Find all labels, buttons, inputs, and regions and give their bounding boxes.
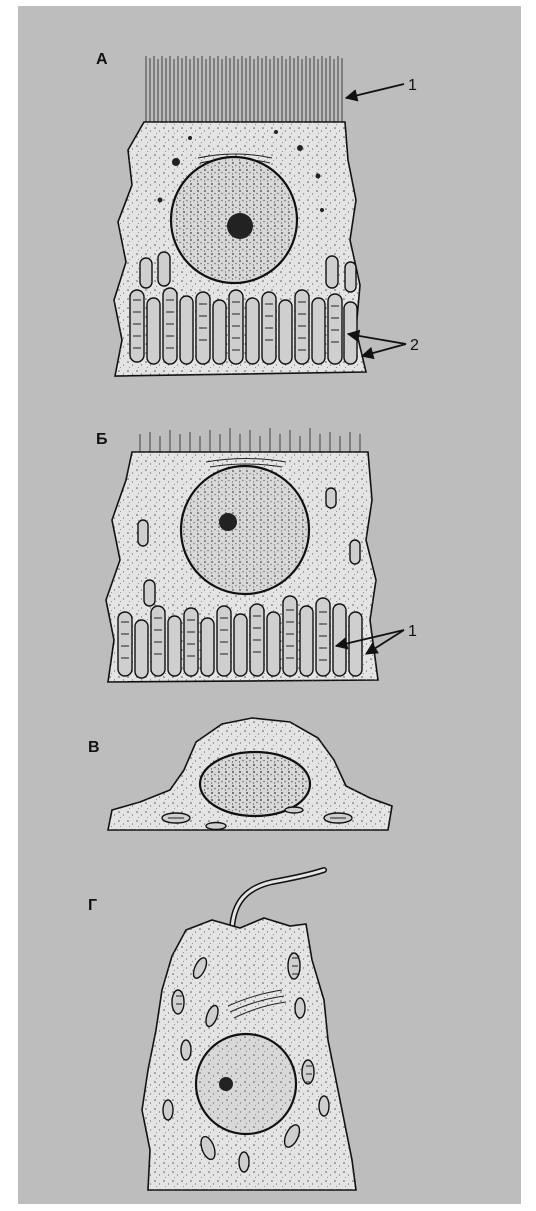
panel-b-nucleolus <box>219 513 237 531</box>
panel-a-callout-1: 1 <box>408 77 417 94</box>
panel-a-label: А <box>96 51 108 68</box>
panel-b-label: Б <box>96 431 108 448</box>
panel-a-callout-2: 2 <box>410 337 419 354</box>
panel-d-nucleolus <box>219 1077 233 1091</box>
panel-d-label: Г <box>88 897 97 914</box>
panel-b: Б <box>96 428 417 682</box>
panel-b-callout-1: 1 <box>408 623 417 640</box>
panel-c-label: В <box>88 739 100 756</box>
panel-a-nucleolus <box>227 213 253 239</box>
